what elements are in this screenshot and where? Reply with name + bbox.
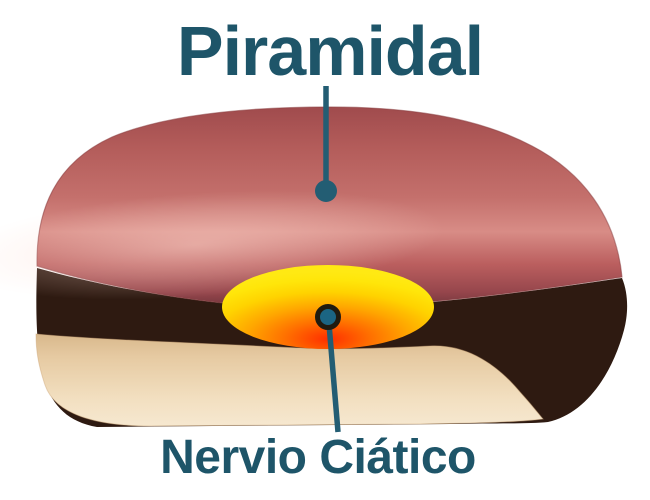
nerve-pointer-line bbox=[326, 323, 341, 433]
muscle-label: Piramidal bbox=[177, 12, 483, 90]
nerve-pointer-dot-ring bbox=[315, 304, 341, 330]
bone-layer-shape bbox=[35, 333, 544, 427]
nerve-label: Nervio Ciático bbox=[160, 431, 476, 484]
muscle-pointer-dot bbox=[315, 180, 337, 202]
